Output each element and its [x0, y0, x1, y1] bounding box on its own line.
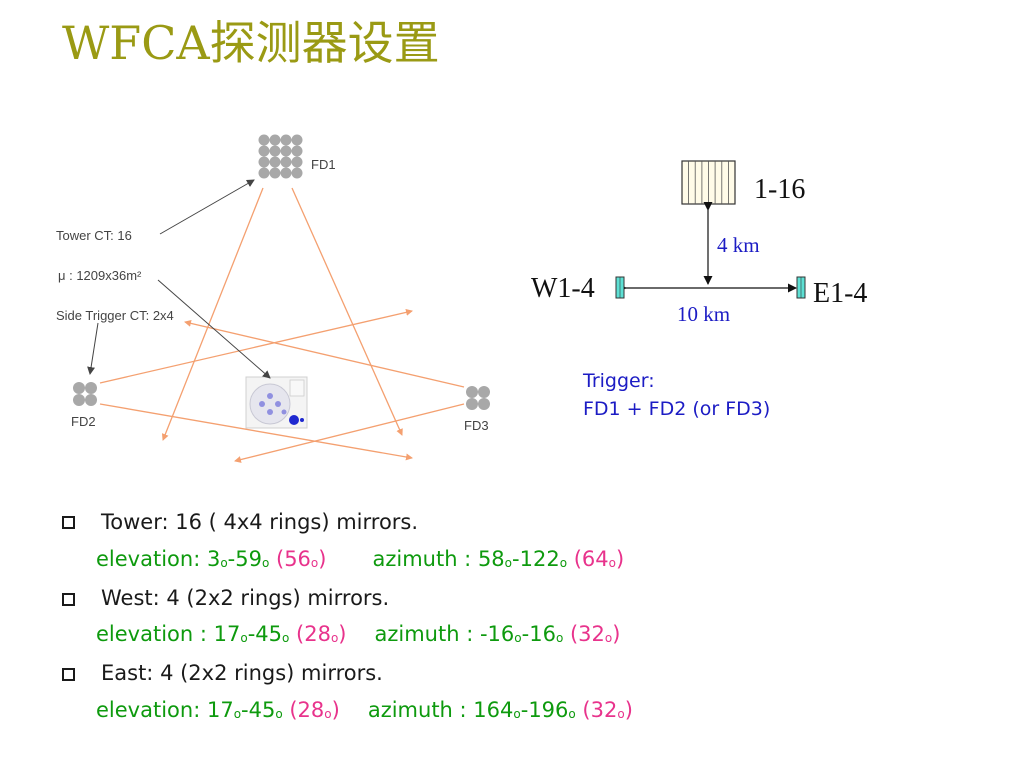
tower-angles: elevation: 3o-59o (56o)azimuth : 58o-122…: [96, 547, 625, 571]
fd3-label: FD3: [464, 418, 489, 433]
beam-fd1-left: [161, 187, 264, 441]
beam-fd3-up: [184, 319, 465, 388]
tower-mirror-grid: [681, 160, 736, 205]
ground-array-thumbnail: [245, 376, 308, 429]
beam-fd2-up: [99, 308, 413, 384]
fov-beams: [99, 187, 465, 463]
fd2-label: FD2: [71, 414, 96, 429]
distance-arrows: [618, 202, 797, 293]
trigger-condition: FD1 + FD2 (or FD3): [583, 398, 771, 420]
annotation-arrows: [87, 179, 271, 379]
west-angles: elevation : 17o-45o (28o)azimuth : -16o-…: [96, 622, 621, 646]
fd1-label: FD1: [311, 157, 336, 172]
mu-label: μ : 1209x36m²: [58, 268, 142, 283]
distance-vertical-label: 4 km: [717, 233, 760, 257]
beam-fd3-down: [234, 403, 465, 463]
bullet-square-icon: [62, 668, 75, 681]
east-range-label: E1-4: [813, 278, 868, 309]
fd3-telescope-array: [466, 386, 490, 410]
beam-fd2-down: [99, 403, 413, 461]
slide-title: WFCA探测器设置: [62, 16, 440, 70]
trigger-label: Trigger:: [583, 370, 655, 392]
side-trigger-label: Side Trigger CT: 2x4: [56, 308, 174, 323]
fd1-telescope-array: [258, 134, 303, 179]
west-heading: West: 4 (2x2 rings) mirrors.: [101, 586, 390, 610]
tower-range-label: 1-16: [754, 174, 806, 205]
tower-heading: Tower: 16 ( 4x4 rings) mirrors.: [101, 510, 419, 534]
side-mirrors: [615, 276, 806, 299]
distance-horizontal-label: 10 km: [677, 302, 731, 326]
east-angles: elevation: 17o-45o (28o)azimuth : 164o-1…: [96, 698, 633, 722]
fd2-telescope-array: [73, 382, 97, 406]
west-range-label: W1-4: [531, 273, 595, 304]
bullet-square-icon: [62, 593, 75, 606]
east-heading: East: 4 (2x2 rings) mirrors.: [101, 661, 383, 685]
beam-fd1-right: [291, 187, 403, 436]
tower-ct-label: Tower CT: 16: [56, 228, 132, 243]
bullet-square-icon: [62, 516, 75, 529]
